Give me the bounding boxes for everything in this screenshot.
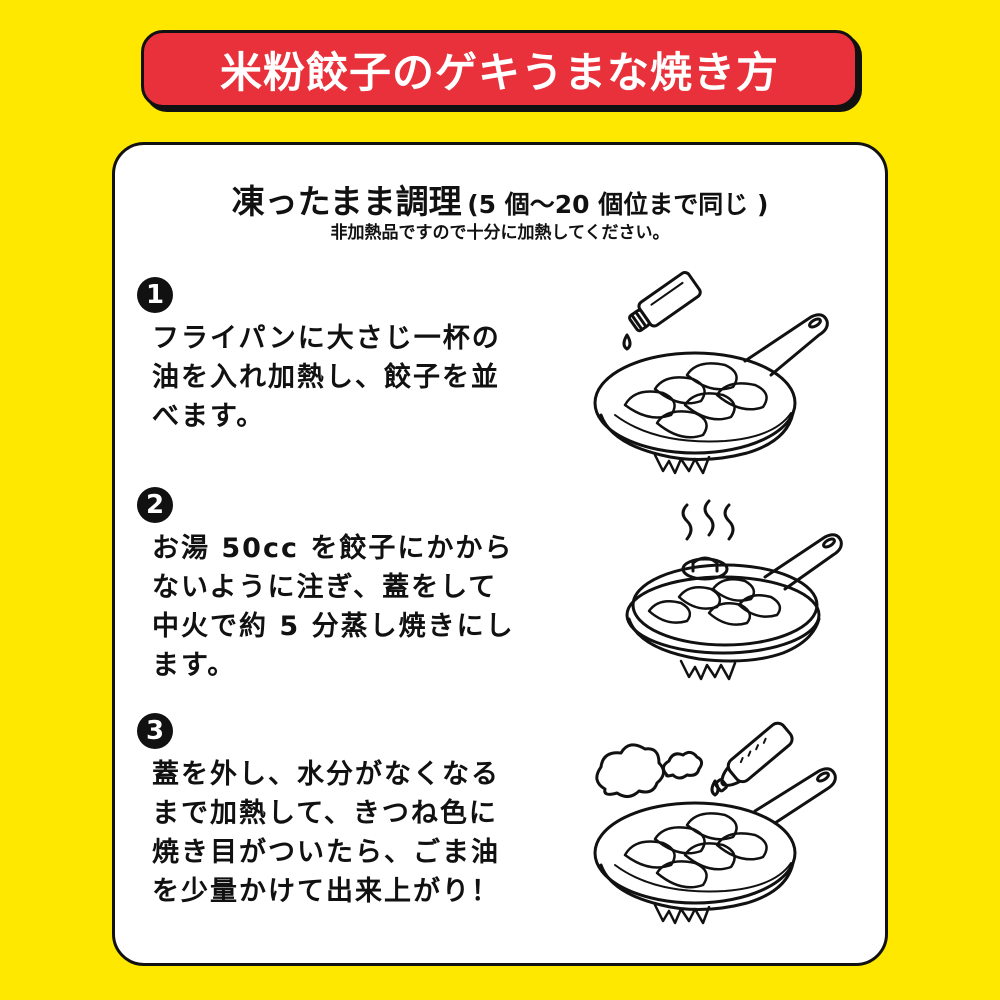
step-number-badge: 2 — [137, 487, 173, 523]
step-text-line: ます。 — [152, 650, 237, 681]
pan-with-sesame-oil-and-smoke-icon — [593, 721, 837, 925]
step-text-line: 油を入れ加熱し、餃子を並 — [152, 362, 500, 393]
title-banner: 米粉餃子のゲキうまな焼き方 — [141, 30, 858, 108]
card-heading-sub: (5 個〜20 個位まで同じ ) — [467, 190, 769, 219]
pan-with-oil-bottle-and-gyoza-icon — [593, 271, 829, 475]
step-number-badge: 3 — [137, 713, 173, 749]
step-text-line: まで加熱して、きつね色に — [152, 798, 498, 829]
card-heading: 凍ったまま調理 (5 個〜20 個位まで同じ ) — [115, 175, 885, 223]
step-text-line: 焼き目がついたら、ごま油 — [152, 837, 500, 868]
page-title: 米粉餃子のゲキうまな焼き方 — [219, 47, 779, 97]
step-text-line: ないように注ぎ、蓋をして — [152, 572, 498, 603]
card-heading-main: 凍ったまま調理 — [231, 182, 462, 221]
step-text-line: 中火で約 5 分蒸し焼きにし — [152, 611, 515, 642]
step-text-line: お湯 50cc を餃子にかから — [152, 533, 514, 564]
instructions-card: 凍ったまま調理 (5 個〜20 個位まで同じ ) 非加熱品ですので十分に加熱して… — [112, 142, 888, 966]
step-3-text: 蓋を外し、水分がなくなる まで加熱して、きつね色に 焼き目がついたら、ごま油 を… — [152, 755, 532, 911]
step-number-badge: 1 — [137, 277, 173, 313]
covered-pan-steaming-icon — [625, 499, 843, 681]
heating-note: 非加熱品ですので十分に加熱してください。 — [330, 223, 670, 243]
step-text-line: フライパンに大さじ一杯の — [152, 323, 501, 354]
step-2-text: お湯 50cc を餃子にかから ないように注ぎ、蓋をして 中火で約 5 分蒸し焼… — [152, 529, 532, 685]
step-text-line: べます。 — [152, 401, 266, 432]
step-1-text: フライパンに大さじ一杯の 油を入れ加熱し、餃子を並 べます。 — [152, 319, 532, 436]
step-text-line: 蓋を外し、水分がなくなる — [152, 759, 500, 790]
step-text-line: を少量かけて出来上がり！ — [152, 876, 500, 907]
